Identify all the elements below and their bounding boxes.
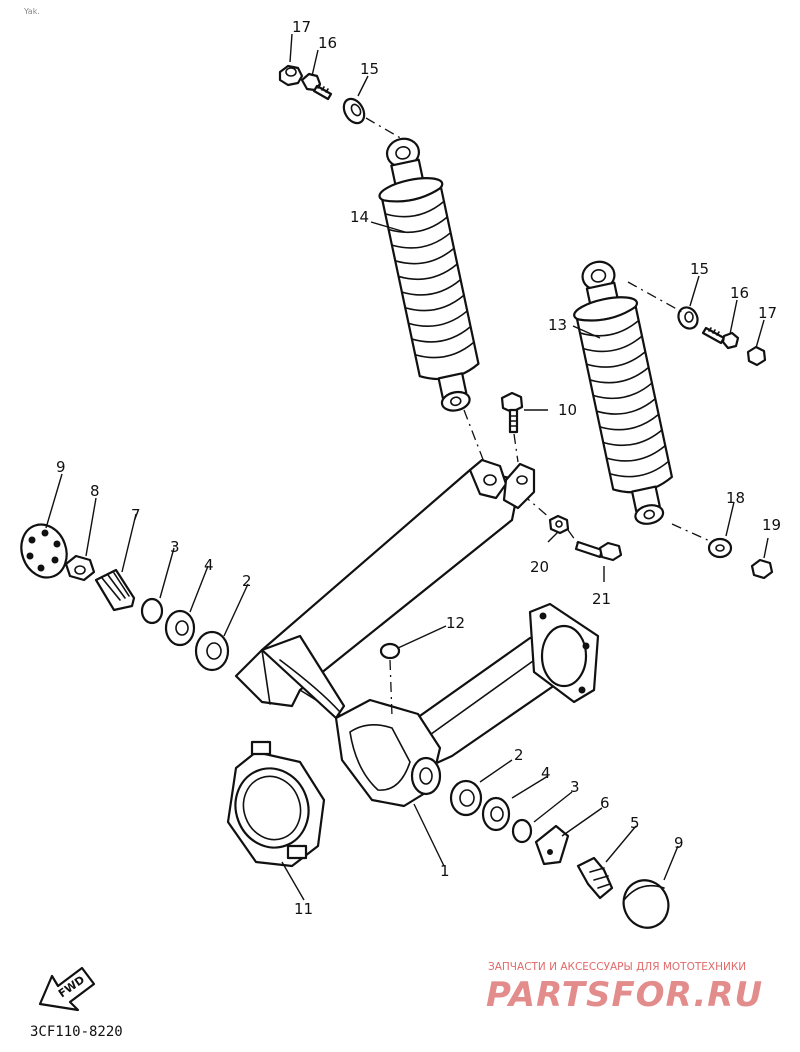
forward-arrow-icon: FWD <box>38 966 96 1012</box>
callout-9: 9 <box>56 458 66 476</box>
oil-seal-4-left <box>164 609 196 647</box>
bolt-16-right <box>701 326 740 350</box>
callout-17: 17 <box>292 18 311 36</box>
callout-3: 3 <box>570 778 580 796</box>
callout-11: 11 <box>294 900 313 918</box>
bolt-16-left <box>300 72 333 101</box>
callout-10: 10 <box>558 401 577 419</box>
shock-absorber-13 <box>573 260 674 525</box>
callout-19: 19 <box>762 516 781 534</box>
callout-16: 16 <box>730 284 749 302</box>
callout-14: 14 <box>350 208 369 226</box>
watermark-tagline: ЗАПЧАСТИ И АКСЕССУАРЫ ДЛЯ МОТОТЕХНИКИ <box>488 961 746 973</box>
swingarm-1 <box>234 458 600 808</box>
cover-9-right <box>622 879 670 929</box>
callout-18: 18 <box>726 489 745 507</box>
callout-17: 17 <box>758 304 777 322</box>
cover-9-left <box>20 523 68 579</box>
callout-2: 2 <box>514 746 524 764</box>
callout-7: 7 <box>131 506 141 524</box>
washer-18 <box>707 537 733 559</box>
spacer-3-left <box>140 597 164 625</box>
callout-12: 12 <box>446 614 465 632</box>
collar-15-left <box>342 97 366 125</box>
callout-2: 2 <box>242 572 252 590</box>
callout-21: 21 <box>592 590 611 608</box>
bearing-2-right <box>449 779 483 817</box>
nut-17-left <box>278 64 304 87</box>
pivot-bolt-5 <box>576 856 614 900</box>
watermark-brand: PARTSFOR.RU <box>486 975 763 1015</box>
callout-6: 6 <box>600 794 610 812</box>
plate-6 <box>534 824 570 866</box>
callout-8: 8 <box>90 482 100 500</box>
bearing-2-left <box>194 630 230 672</box>
callout-16: 16 <box>318 34 337 52</box>
callout-4: 4 <box>204 556 214 574</box>
callout-1: 1 <box>440 862 450 880</box>
callout-9: 9 <box>674 834 684 852</box>
bolt-21 <box>574 540 623 562</box>
shock-absorber-14 <box>378 137 480 412</box>
corner-mark: Yak. <box>23 7 40 16</box>
diagram-code: 3CF110-8220 <box>30 1024 123 1040</box>
callout-13: 13 <box>548 316 567 334</box>
callout-4: 4 <box>541 764 551 782</box>
rubber-boot-11 <box>226 740 326 868</box>
callout-5: 5 <box>630 814 640 832</box>
nut-19 <box>750 558 774 580</box>
spacer-3-right <box>511 818 533 844</box>
cap-12 <box>379 642 401 660</box>
callout-15: 15 <box>690 260 709 278</box>
oil-seal-4-right <box>481 796 511 832</box>
nut-17-right <box>746 345 767 367</box>
locknut-8 <box>64 554 96 582</box>
pivot-shaft-7 <box>94 568 136 612</box>
callout-3: 3 <box>170 538 180 556</box>
callout-20: 20 <box>530 558 549 576</box>
callout-15: 15 <box>360 60 379 78</box>
collar-15-right <box>677 306 699 330</box>
bolt-10 <box>500 391 524 434</box>
nut-20 <box>548 514 570 535</box>
